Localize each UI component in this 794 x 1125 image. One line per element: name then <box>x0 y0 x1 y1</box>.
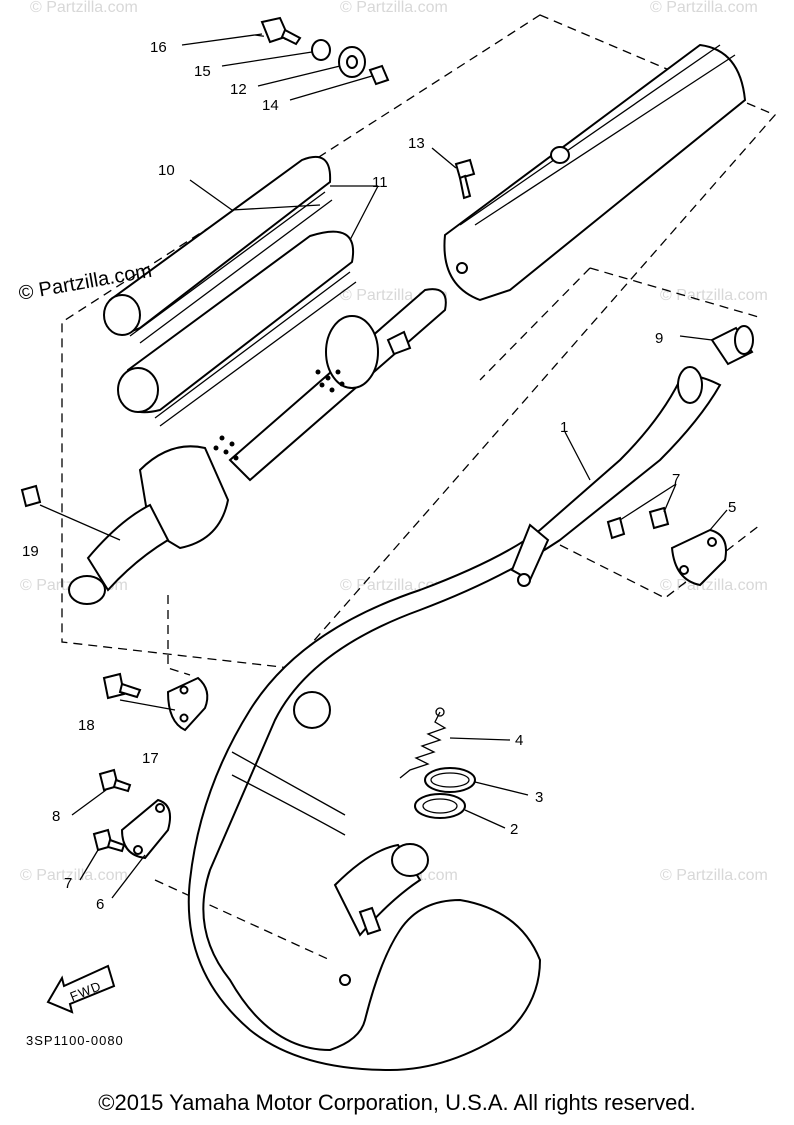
callout-10: 10 <box>158 162 175 179</box>
callout-15: 15 <box>194 63 211 80</box>
drawing-code: 3SP1100-0080 <box>26 1033 124 1048</box>
callout-8: 8 <box>52 808 60 825</box>
callout-18: 18 <box>78 717 95 734</box>
part-13-grommet <box>338 46 366 78</box>
part-15-washer <box>311 39 331 61</box>
part-16-bolt <box>260 16 302 46</box>
callout-6: 6 <box>96 896 104 913</box>
callout-11: 11 <box>372 174 388 191</box>
watermark-text: © Partzilla.com <box>660 577 768 594</box>
watermark-text: © Partzilla.com <box>30 0 138 16</box>
part-1-exhaust-pipe <box>187 366 722 1072</box>
silencer-outer-cover <box>443 43 747 302</box>
part-18-bolt <box>102 672 142 700</box>
part-10-packing-cylinder <box>103 155 333 344</box>
watermark-text: © Partzilla.com <box>20 867 128 884</box>
part-3-o-ring <box>424 767 476 793</box>
copyright-notice: ©2015 Yamaha Motor Corporation, U.S.A. A… <box>98 1090 696 1115</box>
part-2-gasket <box>414 793 466 819</box>
part-12-bolt <box>454 158 476 200</box>
watermark-text: © Partzilla.com <box>340 0 448 16</box>
callout-labels: 16 15 12 14 10 11 13 9 1 7 5 19 18 17 4 … <box>22 39 736 913</box>
part-5-bracket <box>670 528 727 587</box>
callout-7-upper: 7 <box>672 471 680 488</box>
callout-17: 17 <box>142 750 159 767</box>
callout-1: 1 <box>560 419 568 436</box>
callout-19: 19 <box>22 543 39 560</box>
callout-14: 14 <box>262 97 279 114</box>
watermark-text: © Partzilla.com <box>660 287 768 304</box>
fwd-arrow: FWD <box>46 964 116 1014</box>
part-19-bolt <box>20 484 42 508</box>
part-8-bolt <box>98 768 132 793</box>
callout-5: 5 <box>728 499 736 516</box>
silencer-end-cap <box>68 445 230 605</box>
part-14-collar <box>368 64 390 86</box>
perforations <box>213 369 345 461</box>
part-3-o-ring-inner <box>430 772 470 788</box>
callout-4: 4 <box>515 732 523 749</box>
watermark-text: © Partzilla.com <box>660 867 768 884</box>
callout-16: 16 <box>150 39 167 56</box>
part-7-bolt-lower <box>92 828 126 853</box>
callout-2: 2 <box>510 821 518 838</box>
callout-12: 13 <box>408 135 425 152</box>
part-9-rubber-joint <box>710 325 754 366</box>
silencer-inner-tube <box>213 288 447 482</box>
part-17-bracket <box>166 676 209 732</box>
callout-9: 9 <box>655 330 663 347</box>
faint-watermarks: © Partzilla.com © Partzilla.com © Partzi… <box>20 0 768 884</box>
part-6-bracket <box>120 798 171 860</box>
part-4-spring <box>399 707 447 779</box>
part-2-gasket-inner <box>422 798 458 814</box>
part-7-bolt-upper <box>606 506 670 540</box>
leader-lines <box>39 33 728 899</box>
exhaust-parts-diagram: © Partzilla.com © Partzilla.com © Partzi… <box>17 0 777 1072</box>
watermark-text: © Partzilla.com <box>650 0 758 16</box>
callout-3: 3 <box>535 789 543 806</box>
callout-7-lower: 7 <box>64 875 72 892</box>
part-11-packing-sheet <box>117 230 357 427</box>
callout-13: 12 <box>230 81 247 98</box>
